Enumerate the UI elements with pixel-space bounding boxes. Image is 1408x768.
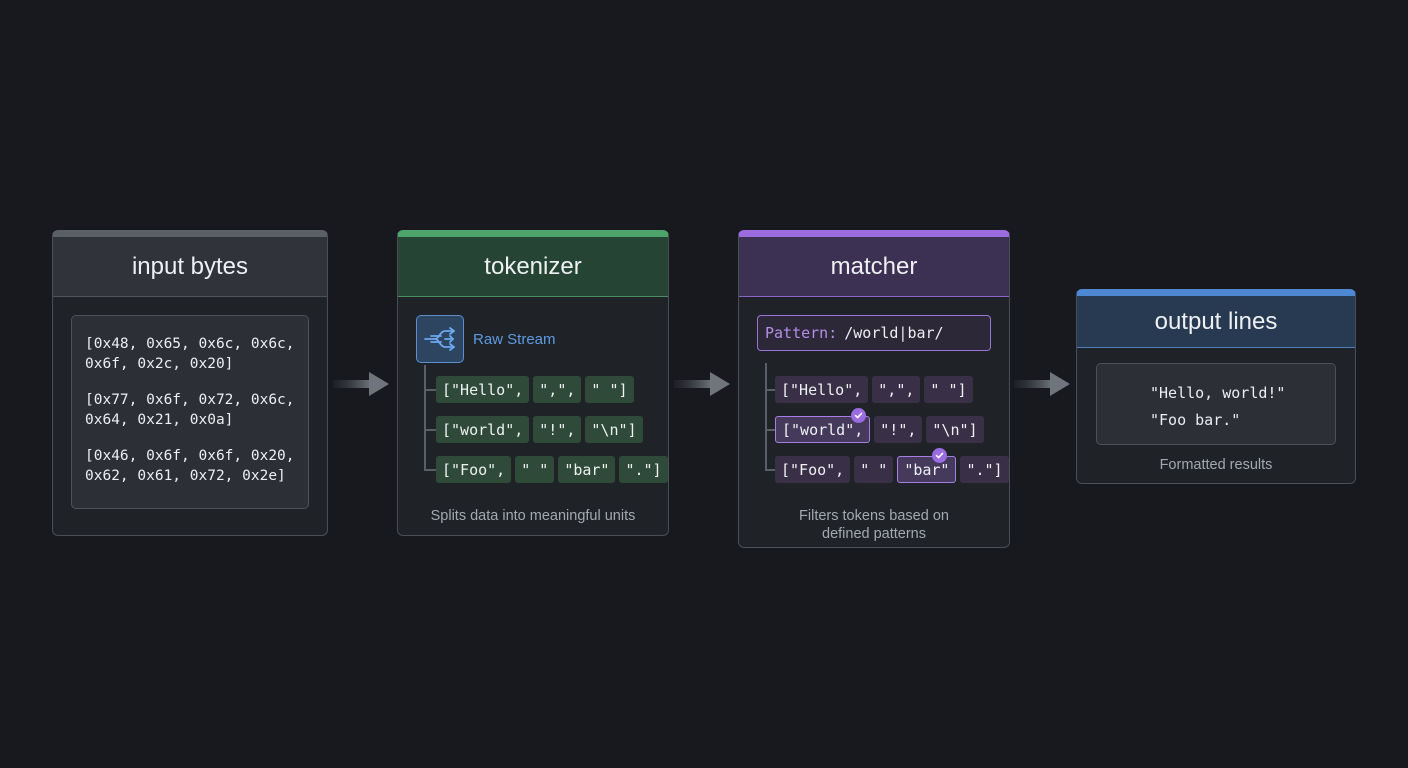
pattern-value: /world|bar/ — [844, 324, 944, 342]
tree-connector — [765, 389, 775, 391]
output-line: "Hello, world!" — [1150, 384, 1286, 402]
token-chip: ["Hello", — [775, 376, 869, 403]
byte-group: [0x46, 0x6f, 0x6f, 0x20, 0x62, 0x61, 0x7… — [85, 448, 295, 484]
output-lines-title: output lines — [1077, 296, 1355, 348]
tree-connector — [424, 429, 436, 431]
checkmark-icon — [932, 448, 947, 463]
token-chip: ["Hello", — [436, 376, 530, 403]
tokenizer-panel: tokenizer Raw Stre — [397, 230, 669, 536]
output-caption: Formatted results — [1159, 457, 1273, 473]
matcher-title: matcher — [739, 237, 1009, 297]
token-row: ["Hello", ",", " "] — [775, 376, 973, 403]
byte-group: [0x77, 0x6f, 0x72, 0x6c, 0x64, 0x21, 0x0… — [85, 392, 295, 428]
right-arrow-icon — [674, 372, 730, 396]
output-line: "Foo bar." — [1150, 411, 1241, 429]
tree-connector — [424, 389, 436, 391]
byte-group: [0x48, 0x65, 0x6c, 0x6c, 0x6f, 0x2c, 0x2… — [85, 336, 295, 372]
token-chip: " " — [515, 456, 555, 483]
token-chip: "."] — [960, 456, 1009, 483]
tree-connector — [765, 363, 767, 469]
tokenizer-caption: Splits data into meaningful units — [430, 508, 636, 524]
right-arrow-icon — [333, 372, 389, 396]
matcher-caption: Filters tokens based on defined patterns — [739, 507, 1009, 543]
checkmark-icon — [851, 408, 866, 423]
token-chip: ["Foo", — [775, 456, 851, 483]
right-arrow-icon — [1014, 372, 1070, 396]
byte-list: [0x48, 0x65, 0x6c, 0x6c, 0x6f, 0x2c, 0x2… — [71, 315, 309, 509]
output-box: "Hello, world!" "Foo bar." — [1096, 363, 1336, 445]
token-chip: "!", — [874, 416, 923, 443]
token-chip: "bar" — [558, 456, 616, 483]
tree-connector — [765, 469, 775, 471]
token-chip: "!", — [533, 416, 582, 443]
tree-connector — [424, 365, 426, 469]
matcher-caption-line: defined patterns — [822, 526, 926, 542]
token-chip: "\n"] — [585, 416, 643, 443]
raw-stream-label: Raw Stream — [473, 330, 556, 348]
input-bytes-panel: input bytes [0x48, 0x65, 0x6c, 0x6c, 0x6… — [52, 230, 328, 536]
token-chip: " " — [854, 456, 894, 483]
tree-connector — [765, 429, 775, 431]
token-row: ["Foo", " " "bar" "."] — [436, 456, 668, 483]
pattern-key: Pattern: — [765, 324, 838, 342]
split-arrows-icon — [416, 315, 464, 363]
raw-stream: Raw Stream — [416, 315, 556, 363]
matcher-caption-line: Filters tokens based on — [799, 508, 949, 524]
matched-token-chip: "bar" — [897, 456, 957, 483]
pattern-field: Pattern: /world|bar/ — [757, 315, 991, 351]
token-chip: ["Foo", — [436, 456, 512, 483]
token-chip: ",", — [533, 376, 582, 403]
token-chip: "\n"] — [926, 416, 984, 443]
token-chip: " "] — [924, 376, 973, 403]
output-lines-panel: output lines "Hello, world!" "Foo bar." … — [1076, 289, 1356, 484]
tokenizer-title: tokenizer — [398, 237, 668, 297]
token-row: ["world", "!", "\n"] — [436, 416, 643, 443]
input-bytes-title: input bytes — [53, 237, 327, 297]
token-row: ["world", "!", "\n"] — [775, 416, 984, 443]
tree-connector — [424, 469, 436, 471]
matcher-panel: matcher Pattern: /world|bar/ ["Hello", "… — [738, 230, 1010, 548]
token-chip: "."] — [619, 456, 668, 483]
token-chip: " "] — [585, 376, 634, 403]
token-chip: ",", — [872, 376, 921, 403]
token-row: ["Foo", " " "bar" "."] — [775, 456, 1009, 483]
token-chip: ["world", — [436, 416, 530, 443]
token-row: ["Hello", ",", " "] — [436, 376, 634, 403]
